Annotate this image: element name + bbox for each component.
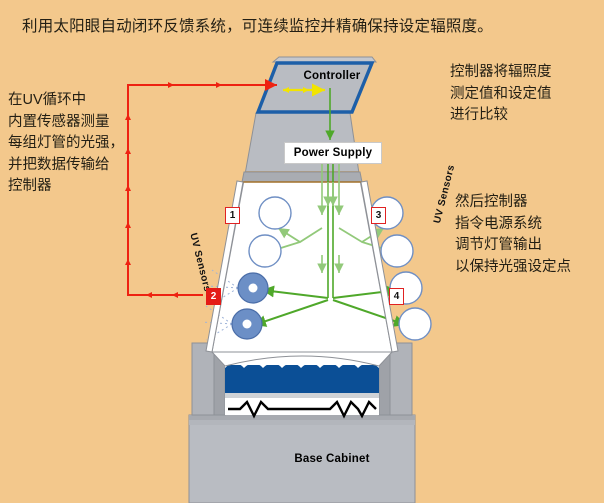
left-annotation-line: 每组灯管的光强， <box>8 135 124 151</box>
right-annotation-adjust: 然后控制器 指令电源系统 调节灯管输出 以保持光强设定点 <box>455 192 571 278</box>
left-annotation-line: 控制器 <box>8 178 52 194</box>
lamp-group-unlit <box>248 196 432 341</box>
sensor-tag-4[interactable]: 4 <box>389 288 404 305</box>
right-annotation-line: 控制器将辐照度 <box>450 64 552 80</box>
power-supply-label: Power Supply <box>285 143 381 163</box>
sensor-feedback-path <box>125 79 277 298</box>
left-annotation-line: 在UV循环中 <box>8 92 87 108</box>
controller-housing <box>255 56 378 114</box>
page-title: 利用太阳眼自动闭环反馈系统，可连续监控并精确保持设定辐照度。 <box>22 18 494 35</box>
sensor-tag-2[interactable]: 2 <box>206 288 221 305</box>
controller-outline <box>255 61 375 114</box>
power-signal-arrows <box>253 88 407 327</box>
sensor-tag-1[interactable]: 1 <box>225 207 240 224</box>
left-annotation-line: 内置传感器测量 <box>8 113 110 130</box>
right-annotation-line: 然后控制器 <box>455 194 528 210</box>
controller-output-arrow <box>283 83 325 97</box>
controller-label: Controller <box>303 70 361 82</box>
machine-lower-body <box>189 342 415 420</box>
sensor-tag-3[interactable]: 3 <box>371 207 386 224</box>
uv-sensor-rail-right <box>360 180 399 353</box>
right-annotation-compare: 控制器将辐照度 测定值和设定值 进行比较 <box>450 62 552 127</box>
right-annotation-line: 调节灯管输出 <box>455 237 542 253</box>
right-annotation-line: 指令电源系统 <box>455 215 542 232</box>
right-annotation-line: 测定值和设定值 <box>450 85 552 102</box>
right-annotation-line: 以保持光强设定点 <box>455 258 571 275</box>
base-cabinet-label: Base Cabinet <box>294 453 370 465</box>
left-annotation: 在UV循环中 内置传感器测量 每组灯管的光强， 并把数据传输给 控制器 <box>8 90 124 198</box>
left-annotation-line: 并把数据传输给 <box>8 156 110 173</box>
right-annotation-line: 进行比较 <box>450 107 508 123</box>
